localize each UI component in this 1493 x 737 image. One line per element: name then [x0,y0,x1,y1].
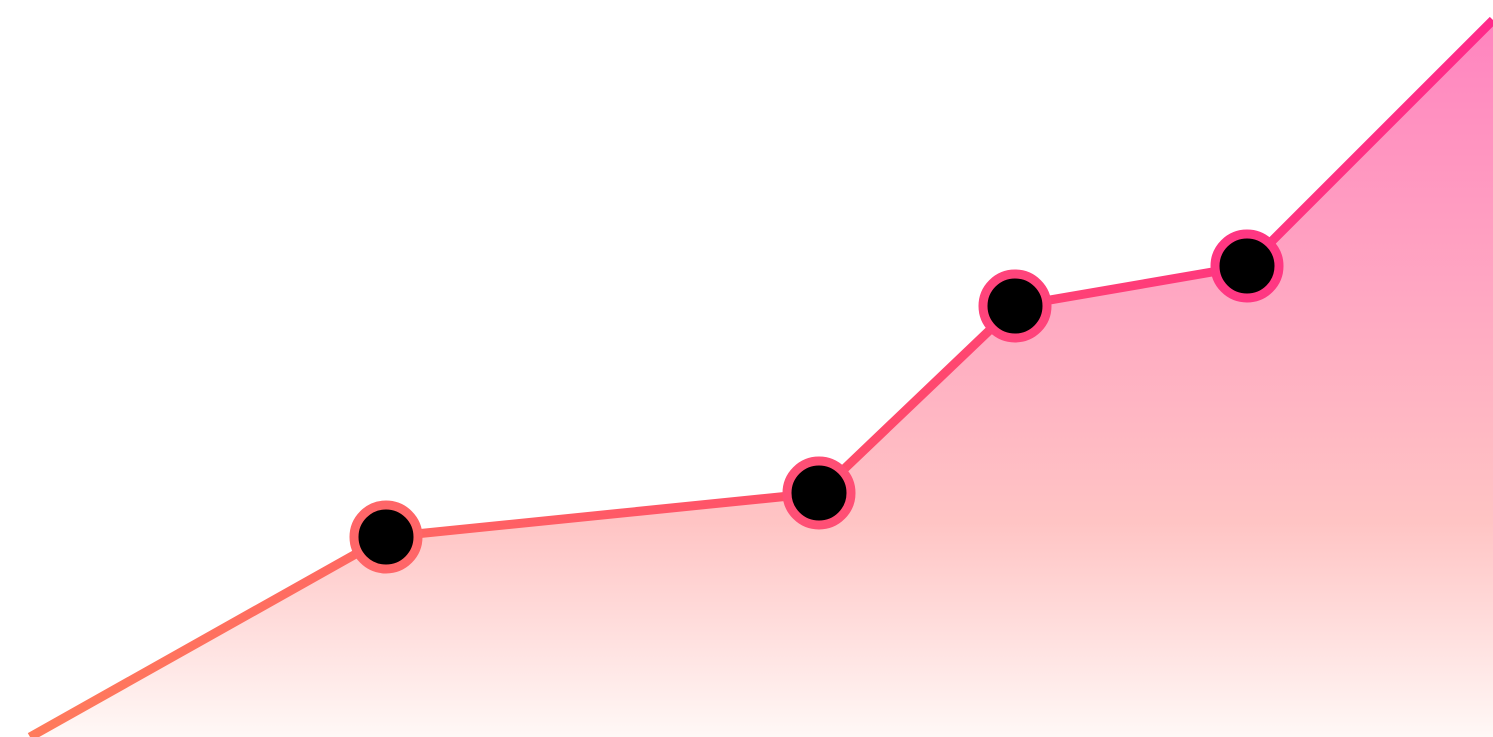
data-point-marker [1210,229,1284,303]
data-point-marker [978,269,1052,343]
data-point-marker [349,500,423,574]
area-fill [30,20,1493,737]
data-point-marker [782,456,856,530]
data-markers [349,229,1284,574]
series-line [27,16,1493,737]
